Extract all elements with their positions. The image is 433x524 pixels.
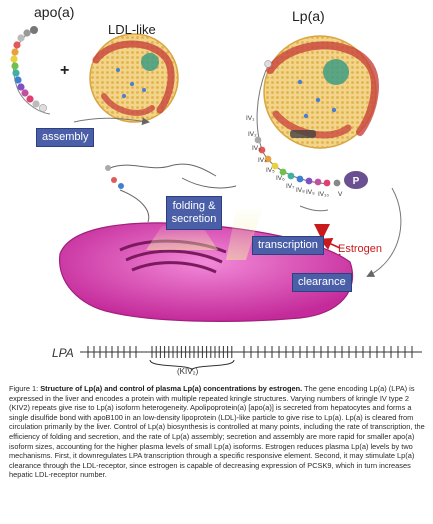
kringle-label: IV₁ (246, 115, 255, 122)
lpa-gene (80, 346, 422, 372)
kringle-label: IV₆ (276, 175, 285, 182)
apo-a-bead-chain (10, 26, 51, 115)
estrogen-transcription-arrow (319, 238, 341, 250)
kringle-label: IV₁₀ (318, 191, 329, 198)
kringle-label: IV₉ (306, 189, 315, 196)
gene-exon-ticks (87, 346, 413, 358)
figure-caption: Figure 1: Structure of Lp(a) and control… (9, 384, 427, 480)
lpa-particle: P (254, 35, 379, 189)
transcription-box: transcription (252, 236, 324, 255)
kiv2-label: (KIV₂) (177, 367, 199, 376)
clearance-arrow (366, 187, 402, 277)
caption-title: Structure of Lp(a) and control of plasma… (40, 384, 303, 393)
assembly-arrow (73, 117, 150, 126)
kringle-label: IV₂ (248, 131, 257, 138)
ldl-like-particle (89, 33, 179, 123)
kringle-label: IV₇ (286, 183, 294, 190)
kringle-label: IV₅ (266, 167, 275, 174)
plus-sign: + (60, 62, 70, 79)
lpa-label: Lp(a) (292, 8, 325, 24)
estrogen-label: Estrogen (338, 243, 383, 255)
apo-a-label: apo(a) (34, 4, 75, 20)
ldl-like-label: LDL-like (108, 22, 156, 37)
kiv2-brace (149, 359, 235, 372)
kringle-label: V (338, 191, 343, 198)
caption-label: Figure 1: (9, 384, 39, 393)
caption-body: The gene encoding Lp(a) (LPA) is express… (9, 384, 425, 480)
kringle-label: IV₄ (258, 157, 267, 164)
clearance-box: clearance (292, 273, 352, 292)
assembly-box: assembly (36, 128, 95, 147)
folding-secretion-box: folding & secretion (166, 196, 222, 230)
gene-label: LPA (52, 346, 74, 360)
protease-domain-label: P (353, 176, 360, 187)
secretion-intermediates (105, 163, 329, 223)
kringle-label: IV₃ (252, 145, 261, 152)
kringle-label: IV₈ (296, 187, 305, 194)
